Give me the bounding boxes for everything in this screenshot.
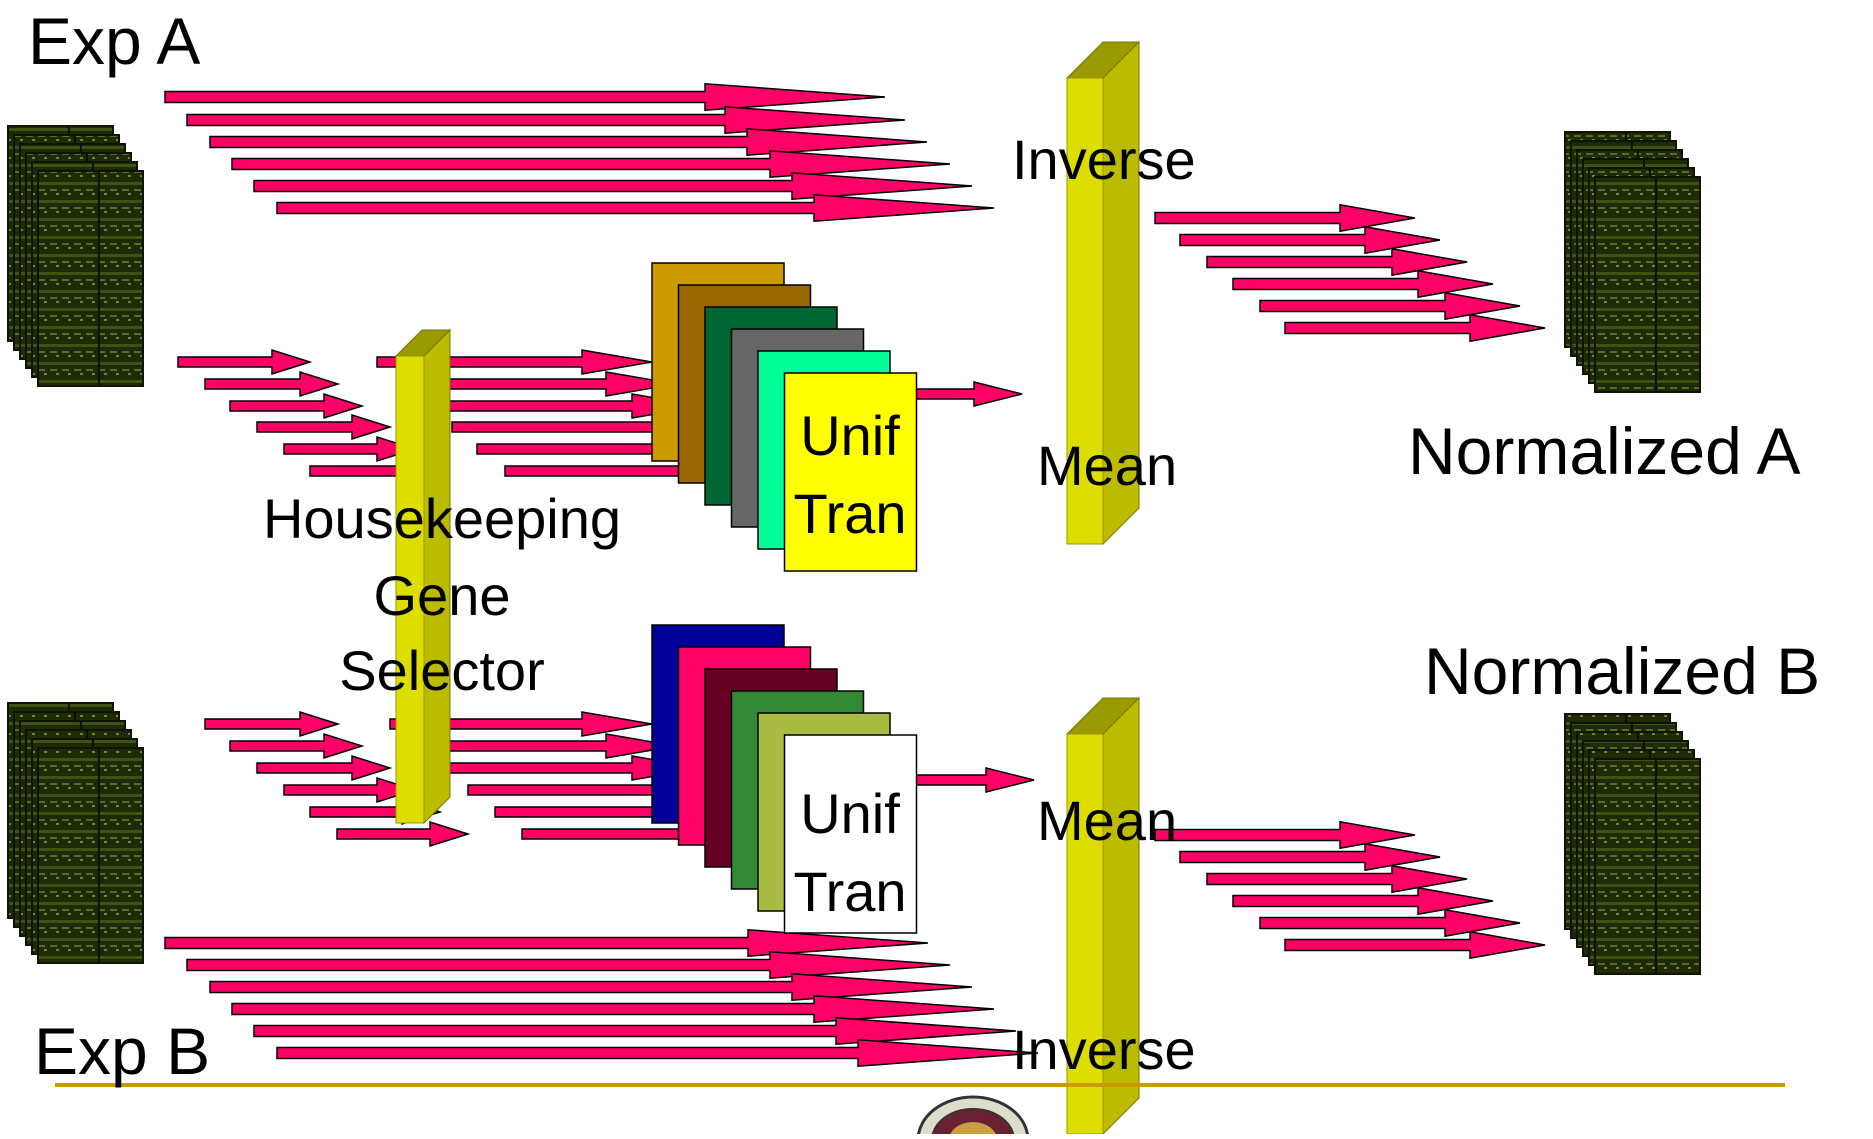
arrow-bottom-to-mean [914, 767, 1035, 793]
university-seal [916, 1095, 1030, 1139]
selector-label-line3: Selector [339, 639, 545, 702]
unif-bottom-line1: Unif [800, 782, 900, 845]
microarray-normalized-b [1564, 713, 1701, 975]
microarray-normalized-a [1564, 131, 1701, 393]
normalized-a-label: Normalized A [1408, 414, 1801, 488]
arrow-right-b-6 [1284, 930, 1546, 960]
arrow-bottom-long-3 [209, 972, 973, 1002]
inverse-top-label: Inverse [1012, 128, 1196, 191]
unif-bottom-line2: Tran [793, 860, 907, 923]
arrow-right-a-5 [1259, 291, 1521, 321]
unif-top-line1: Unif [800, 404, 900, 467]
arrow-top-long-3 [209, 127, 928, 157]
arrow-bottom-long-2 [186, 950, 951, 980]
arrow-right-b-3 [1206, 864, 1468, 894]
arrow-bottom-mid-2 [414, 733, 677, 759]
mean-top-label: Mean [1037, 434, 1178, 497]
arrow-bottom-long-1 [164, 928, 929, 958]
normalized-b-label: Normalized B [1424, 634, 1821, 708]
arrow-bottom-long-6 [276, 1038, 1039, 1068]
arrow-bottom-long-4 [231, 994, 995, 1024]
arrow-top-small-1 [177, 348, 313, 376]
arrow-right-a-3 [1206, 247, 1468, 277]
arrow-bottom-small-4 [283, 776, 418, 804]
arrow-right-a-6 [1284, 313, 1546, 343]
arrow-bottom-long-5 [253, 1016, 1017, 1046]
arrow-bottom-small-1 [204, 710, 341, 738]
arrow-right-b-1 [1154, 820, 1416, 850]
arrow-top-small-4 [256, 413, 393, 441]
arrow-right-b-4 [1232, 886, 1494, 916]
arrow-right-a-2 [1179, 225, 1441, 255]
arrow-top-long-2 [186, 105, 906, 135]
uniform-transform-stack-top [651, 262, 918, 572]
inverse-bottom-label: Inverse [1012, 1018, 1196, 1081]
housekeeping-selector-bar [394, 328, 452, 825]
arrow-top-long-6 [276, 193, 995, 223]
selector-label-line1: Housekeeping [262, 487, 622, 550]
arrow-top-small-3 [229, 392, 365, 420]
selector-label-line2: Gene [373, 564, 511, 627]
microarray-exp-a [7, 125, 144, 387]
microarray-exp-b [7, 702, 144, 964]
arrow-top-long-5 [253, 171, 973, 201]
arrow-right-b-2 [1179, 842, 1441, 872]
arrow-bottom-small-2 [229, 732, 365, 760]
arrow-top-to-mean [914, 381, 1023, 407]
arrow-right-b-5 [1259, 908, 1521, 938]
exp-a-label: Exp A [28, 4, 201, 78]
arrow-bottom-small-3 [256, 754, 393, 782]
arrow-top-small-5 [283, 435, 418, 463]
arrow-right-a-1 [1154, 203, 1416, 233]
unif-top-line2: Tran [793, 482, 907, 545]
inverse-mean-bar-top [1065, 40, 1141, 546]
exp-b-label: Exp B [34, 1014, 211, 1088]
mean-bottom-label: Mean [1037, 789, 1178, 852]
arrow-bottom-small-6 [336, 820, 471, 848]
uniform-transform-stack-bottom [651, 624, 918, 934]
arrow-right-a-4 [1232, 269, 1494, 299]
mean-inverse-bar-bottom [1065, 696, 1141, 1136]
arrow-top-long-4 [231, 149, 951, 179]
arrow-top-small-2 [204, 370, 341, 398]
arrow-top-long-1 [164, 82, 886, 112]
